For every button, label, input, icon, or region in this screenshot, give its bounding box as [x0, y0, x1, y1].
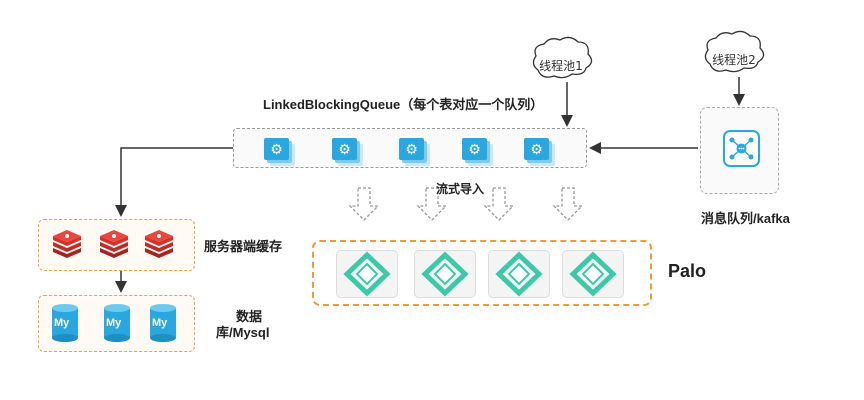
redis-icon — [100, 230, 128, 258]
database-label-line2: 库/Mysql — [216, 325, 270, 340]
palo-icon — [343, 251, 391, 297]
redis-icon — [53, 230, 81, 258]
palo-label: Palo — [668, 261, 707, 281]
gear-icon: ⚙ — [462, 138, 487, 160]
gear-icon: ⚙ — [399, 138, 424, 160]
palo-node — [488, 250, 550, 298]
blocking-queue: ⚙ ⚙ ⚙ ⚙ ⚙ — [233, 128, 587, 168]
stream-arrow-3 — [483, 187, 515, 221]
cloud-threadpool1 — [532, 36, 593, 79]
server-cache-box — [38, 219, 195, 271]
gear-icon: ⚙ — [332, 138, 357, 160]
palo-icon — [421, 251, 469, 297]
redis-icon — [145, 230, 173, 258]
mysql-icon — [52, 304, 78, 342]
mysql-icon — [104, 304, 130, 342]
stream-arrow-1 — [348, 187, 380, 221]
stream-arrow-4 — [552, 187, 584, 221]
palo-node — [562, 250, 624, 298]
mysql-badge: My — [106, 317, 122, 329]
cloud-threadpool2 — [704, 30, 765, 73]
palo-node — [414, 250, 476, 298]
mysql-badge: My — [54, 317, 70, 329]
database-label-line1: 数据 — [236, 309, 263, 324]
palo-icon — [569, 251, 617, 297]
database-box: My My My — [38, 295, 195, 352]
palo-node — [336, 250, 398, 298]
palo-icon — [495, 251, 543, 297]
threadpool1-label: 线程池1 — [539, 59, 583, 73]
gear-icon: ⚙ — [264, 138, 289, 160]
kafka-icon — [723, 130, 760, 167]
server-cache-label: 服务器端缓存 — [204, 239, 283, 254]
queue-label: LinkedBlockingQueue（每个表对应一个队列） — [263, 97, 544, 112]
stream-import-label: 流式导入 — [436, 182, 485, 196]
arrow-queue-to-cache — [115, 147, 233, 217]
mysql-badge: My — [152, 317, 168, 329]
message-queue-box — [700, 107, 779, 194]
message-queue-label: 消息队列/kafka — [701, 211, 790, 226]
stream-arrow-2 — [416, 187, 448, 221]
mysql-icon — [150, 304, 176, 342]
gear-icon: ⚙ — [524, 138, 549, 160]
palo-box — [312, 240, 652, 306]
threadpool2-label: 线程池2 — [712, 53, 756, 67]
